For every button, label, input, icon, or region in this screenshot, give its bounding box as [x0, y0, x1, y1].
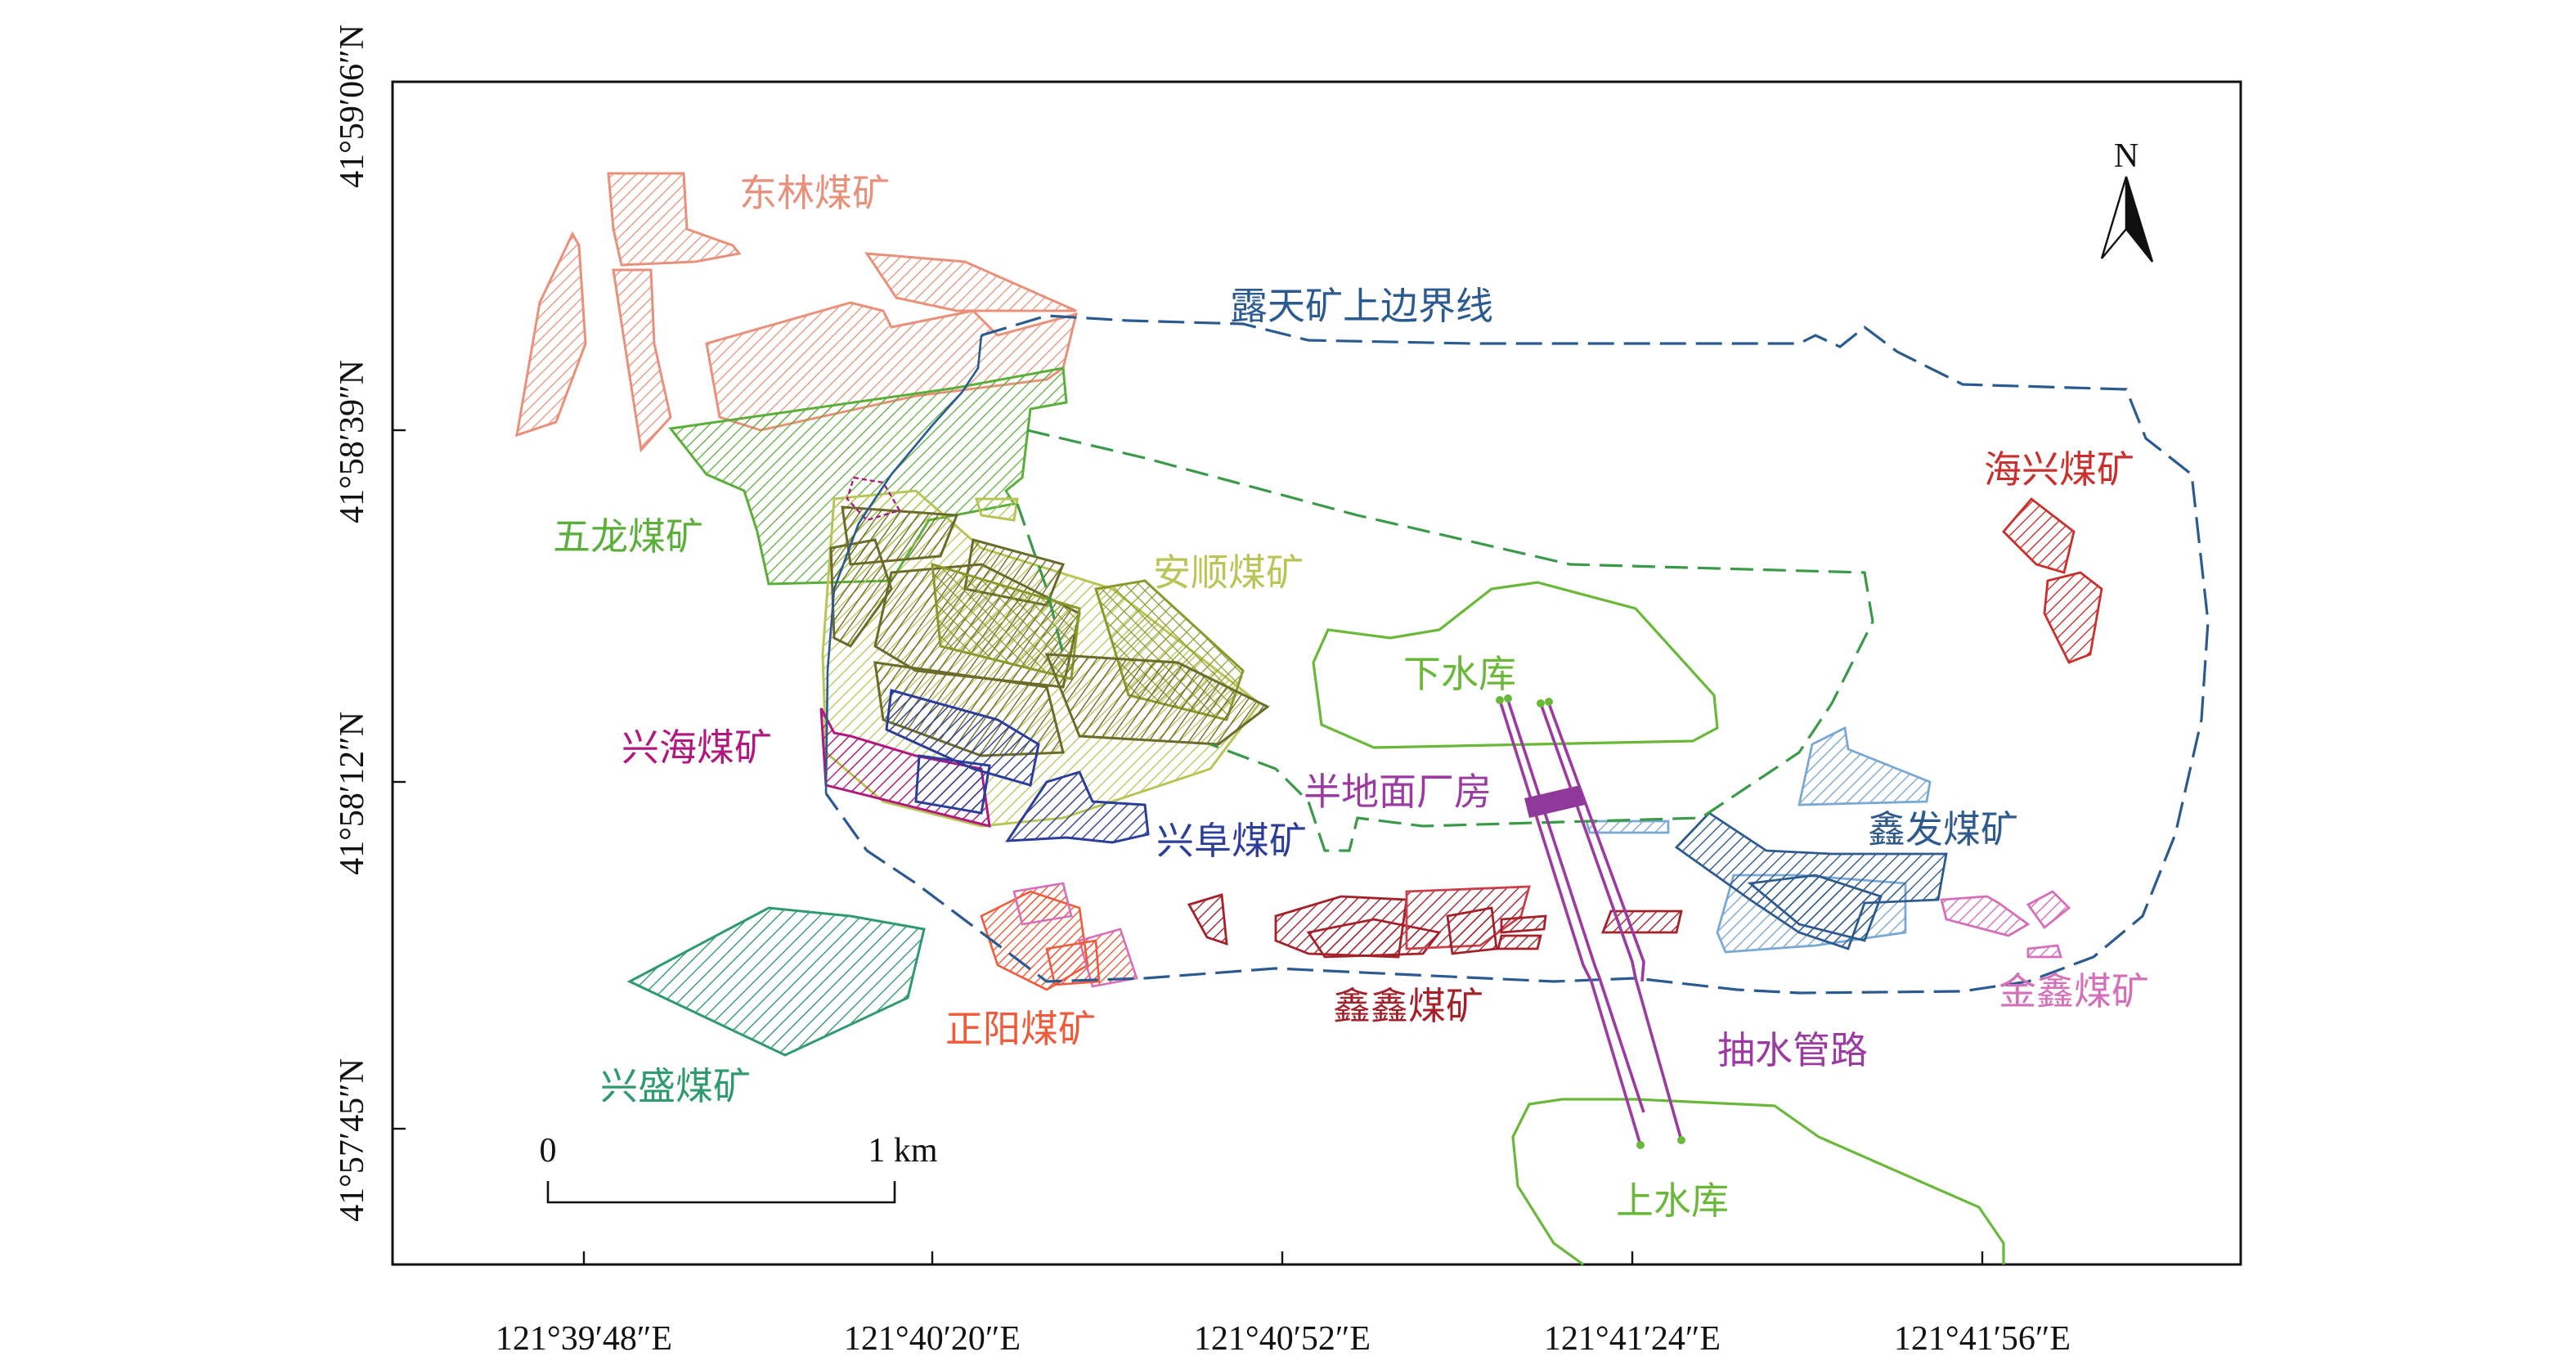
- label-jinxin-mine: 金鑫煤矿: [1999, 969, 2149, 1013]
- label-wulong-mine: 五龙煤矿: [553, 514, 703, 559]
- label-haixing-mine: 海兴煤矿: [1984, 447, 2134, 492]
- x-axis-ticks: [582, 1251, 1984, 1264]
- north-label: N: [2114, 137, 2138, 175]
- zhengyang-mine-area: [980, 882, 1138, 991]
- x-tick-label: 121°41′24″E: [1544, 1320, 1721, 1358]
- haixing-mine-area: [2002, 497, 2103, 664]
- label-anshun-mine: 安顺煤矿: [1153, 550, 1304, 595]
- y-tick-label: 41°59′06″N: [334, 25, 371, 188]
- y-tick-label: 41°57′45″N: [334, 1058, 371, 1222]
- x-tick-label: 121°41′56″E: [1894, 1320, 2071, 1358]
- pipeline-endpoints: [1496, 694, 1685, 1149]
- scale-bar-start-label: 0: [540, 1132, 557, 1170]
- xingsheng-mine-area: [626, 906, 926, 1057]
- donglin-mine-area: [515, 172, 1079, 453]
- xingfu-mine-area: [885, 689, 1150, 844]
- scale-bar: [546, 1181, 896, 1204]
- label-xinxin-mine: 鑫鑫煤矿: [1333, 984, 1483, 1028]
- label-xingfu-mine: 兴阜煤矿: [1156, 819, 1307, 863]
- label-xinghai-mine: 兴海煤矿: [622, 725, 772, 770]
- xinghai-dashed-area: [846, 476, 901, 522]
- xinxin-mine-area: [1187, 885, 1683, 959]
- xinfa-mine-area: [1585, 725, 1948, 954]
- label-open-pit-boundary: 露天矿上边界线: [1230, 284, 1493, 328]
- label-xingsheng-mine: 兴盛煤矿: [600, 1064, 751, 1108]
- x-tick-label: 121°39′48″E: [496, 1320, 672, 1358]
- label-lower-reservoir: 下水库: [1403, 652, 1516, 696]
- anshun-boundary-line: [1016, 429, 1874, 852]
- label-powerhouse: 半地面厂房: [1304, 770, 1492, 814]
- lower-reservoir-outline: [1312, 581, 1719, 749]
- label-donglin-mine: 东林煤矿: [739, 171, 890, 215]
- label-pipeline: 抽水管路: [1717, 1028, 1868, 1072]
- open-pit-boundary-solid: [824, 335, 983, 794]
- label-upper-reservoir: 上水库: [1616, 1179, 1729, 1223]
- map-frame: [391, 80, 2242, 1266]
- x-tick-label: 121°40′52″E: [1194, 1320, 1371, 1358]
- x-tick-label: 121°40′20″E: [844, 1320, 1021, 1358]
- upper-reservoir-outline: [1511, 1098, 2005, 1266]
- open-pit-boundary-line: [824, 314, 2210, 995]
- jinxin-mine-area: [1940, 890, 2071, 959]
- y-axis-ticks: [393, 429, 406, 1130]
- y-tick-label: 41°58′12″N: [334, 712, 371, 875]
- label-xinfa-mine: 鑫发煤矿: [1868, 807, 2018, 851]
- label-zhengyang-mine: 正阳煤矿: [945, 1007, 1096, 1051]
- y-tick-label: 41°58′39″N: [334, 360, 371, 523]
- scale-bar-end-label: 1 km: [868, 1132, 938, 1170]
- powerhouse-block: [1524, 785, 1585, 818]
- north-arrow-icon: [2100, 176, 2154, 263]
